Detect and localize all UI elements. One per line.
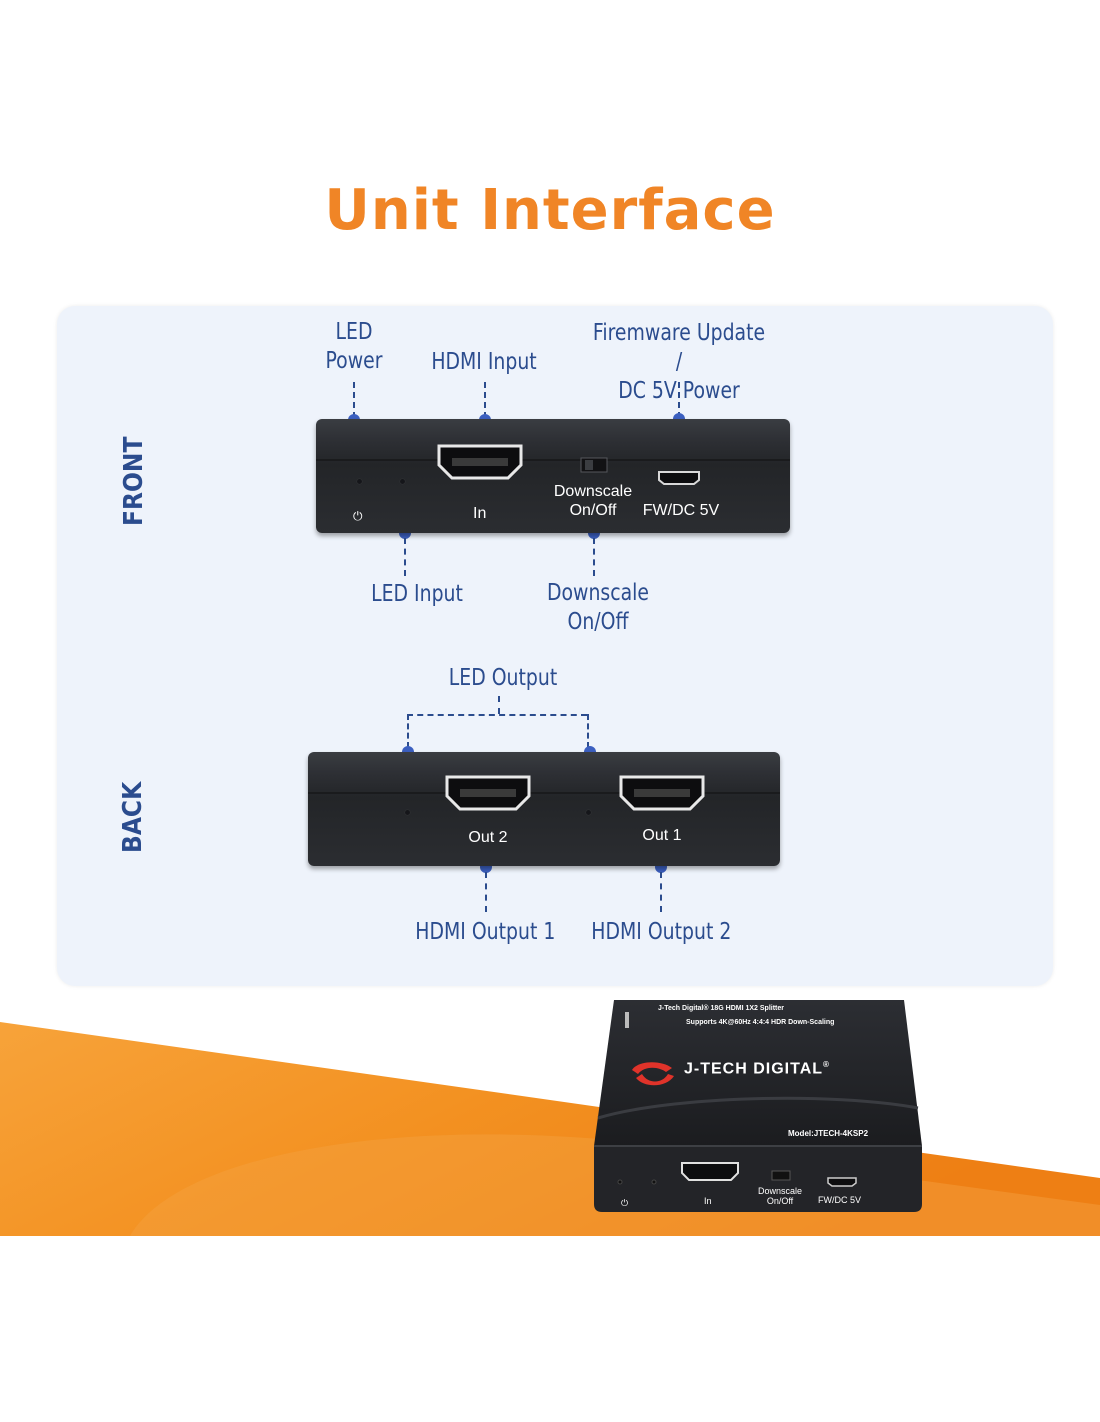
leader-led-output-left (407, 714, 409, 748)
callout-firmware-power: Firemware Update / DC 5V Power (590, 319, 769, 406)
back-out1-label: Out 1 (642, 827, 682, 844)
callout-led-power-text: LED Power (325, 319, 383, 374)
led-power-indicator (357, 479, 362, 484)
callout-led-input: LED Input (371, 581, 463, 607)
leader-led-output-bar (407, 714, 587, 716)
led-input-indicator (400, 479, 405, 484)
product-photo: J-Tech Digital® 18G HDMI 1X2 Splitter Su… (592, 996, 926, 1214)
micro-usb-port-icon (658, 471, 700, 485)
leader-hdmi-output-1 (485, 872, 487, 912)
callout-downscale-text: Downscale On/Off (546, 580, 650, 635)
front-side-label: FRONT (119, 436, 149, 526)
product-top-line1: J-Tech Digital® 18G HDMI 1X2 Splitter (658, 1005, 784, 1012)
leader-led-output-right (587, 714, 589, 748)
product-top-line2: Supports 4K@60Hz 4:4:4 HDR Down-Scaling (686, 1019, 835, 1026)
hdmi-port-icon (619, 775, 705, 811)
leader-hdmi-output-2 (660, 872, 662, 912)
product-brand: J-TECH DIGITAL® (684, 1060, 830, 1078)
page-title: Unit Interface (324, 178, 776, 243)
front-downscale-label-text: Downscale On/Off (553, 483, 633, 519)
callout-led-output: LED Output (448, 665, 558, 691)
front-in-label: In (473, 505, 487, 522)
led-output-indicator-1 (405, 810, 410, 815)
product-in-label: In (704, 1196, 712, 1206)
slide-switch-icon (580, 457, 608, 473)
product-downscale-label: Downscale On/Off (758, 1186, 802, 1206)
power-icon: ⏻ (353, 509, 363, 523)
product-body (594, 1000, 922, 1212)
orange-wave-background (0, 1022, 1100, 1236)
callout-hdmi-output-2: HDMI Output 2 (591, 919, 732, 945)
product-fwdc-label: FW/DC 5V (818, 1195, 862, 1205)
hdmi-port-icon (445, 775, 531, 811)
callout-led-power: LED Power (321, 318, 387, 376)
front-device-view: ⏻ In Downscale On/Off FW/DC 5V (316, 419, 790, 533)
hdmi-port-icon (437, 444, 523, 480)
interface-panel (57, 306, 1053, 986)
back-device-view: Out 2 Out 1 (308, 752, 780, 866)
callout-firmware-power-text: Firemware Update / DC 5V Power (592, 320, 766, 404)
front-fwdc-label: FW/DC 5V (642, 502, 720, 519)
leader-led-output-stem (498, 696, 500, 714)
device-seam (308, 792, 780, 794)
leader-led-input (404, 538, 406, 576)
product-brand-mark: ® (823, 1060, 830, 1069)
callout-hdmi-input: HDMI Input (431, 349, 537, 375)
leader-hdmi-input (484, 382, 486, 418)
callout-downscale: Downscale On/Off (542, 579, 654, 637)
product-downscale-label-text: Downscale On/Off (758, 1186, 803, 1206)
leader-downscale (593, 538, 595, 576)
front-downscale-label: Downscale On/Off (550, 482, 636, 520)
back-side-label: BACK (118, 781, 148, 853)
product-power-icon: ⏻ (621, 1198, 629, 1208)
back-out2-label: Out 2 (468, 829, 508, 846)
device-seam (316, 459, 790, 461)
leader-firmware-power (678, 382, 680, 418)
product-brand-text: J-TECH DIGITAL (684, 1060, 824, 1078)
led-output-indicator-2 (586, 810, 591, 815)
product-model: Model:JTECH-4KSP2 (788, 1129, 869, 1138)
callout-hdmi-output-1: HDMI Output 1 (415, 919, 556, 945)
leader-led-power (353, 382, 355, 418)
jtech-logo-icon (632, 1062, 674, 1086)
